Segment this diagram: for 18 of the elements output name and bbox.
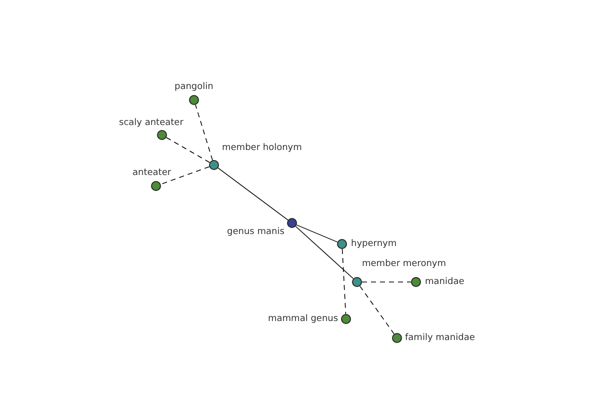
node-label: manidae xyxy=(425,277,464,288)
node-label: scaly anteater xyxy=(119,118,184,129)
dashed-connector xyxy=(160,166,210,185)
dashed-connector xyxy=(342,248,346,314)
node-label: pangolin xyxy=(174,82,214,93)
dashed-connector xyxy=(195,104,213,161)
node-label: mammal genus xyxy=(268,314,338,325)
node-label: anteater xyxy=(132,168,172,179)
node-label: genus manis xyxy=(227,227,284,238)
node-label: member meronym xyxy=(362,259,446,270)
node-label: member holonym xyxy=(222,143,302,154)
connector-line xyxy=(296,224,338,242)
node-label: hypernym xyxy=(351,239,397,250)
node-label: family manidae xyxy=(405,333,475,344)
dashed-connector xyxy=(360,286,394,334)
connector-line xyxy=(295,226,354,280)
connector-line xyxy=(218,168,288,220)
dashed-connector xyxy=(166,137,210,163)
